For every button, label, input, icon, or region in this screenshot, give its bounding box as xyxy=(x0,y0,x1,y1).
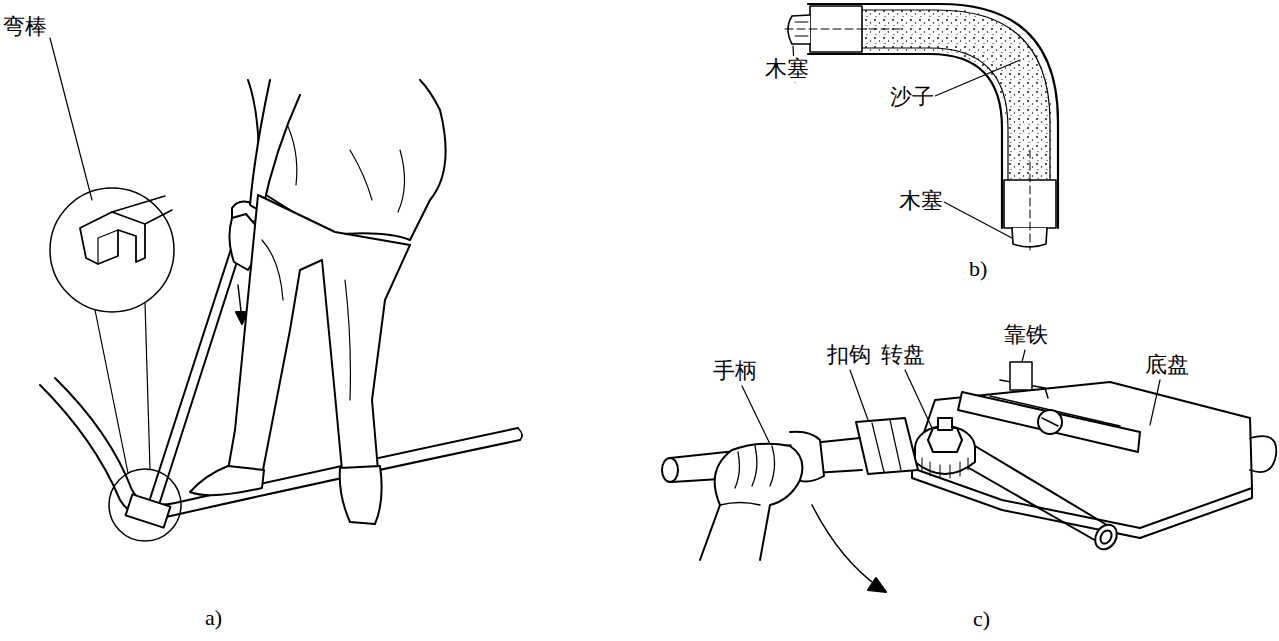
bending-figure xyxy=(40,38,522,541)
part-label: c) xyxy=(972,606,991,632)
part-label: 扣钩 xyxy=(826,342,872,368)
part-label: 转盘 xyxy=(880,342,926,368)
part-label: 沙子 xyxy=(889,84,935,110)
part-label: 手柄 xyxy=(712,358,758,384)
part-label: 底盘 xyxy=(1144,352,1190,378)
part-label: 靠铁 xyxy=(1003,322,1049,348)
sand-filled-pipe xyxy=(785,4,1058,250)
part-label: 木塞 xyxy=(764,56,810,82)
part-label: 弯棒 xyxy=(2,14,48,40)
part-label: b) xyxy=(968,256,988,282)
part-label: a) xyxy=(204,605,223,631)
pipe-bender xyxy=(662,350,1276,592)
part-label: 木塞 xyxy=(898,188,944,214)
